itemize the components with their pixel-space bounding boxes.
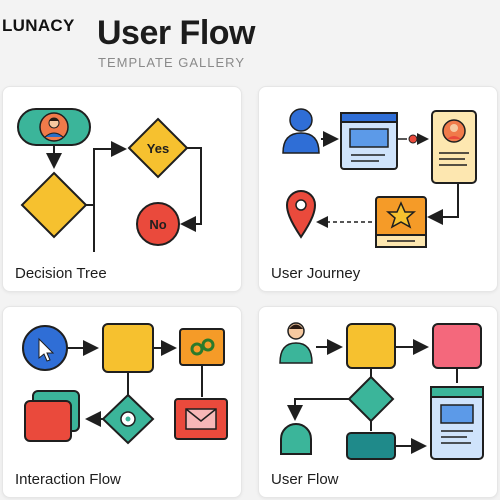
- decision-tree-illustration: Yes No: [17, 108, 202, 252]
- template-card-decision-tree[interactable]: Yes No Decision Tree: [2, 86, 242, 292]
- cursor-click-icon: [22, 325, 68, 371]
- user-flow-illustration: [279, 322, 484, 460]
- template-card-interaction-flow[interactable]: Interaction Flow: [2, 306, 242, 498]
- user-avatar-icon: [279, 322, 313, 364]
- mobile-screen-icon: [430, 386, 484, 460]
- user-person-icon: [282, 108, 320, 154]
- template-label-user-journey: User Journey: [271, 265, 361, 282]
- page-subtitle: TEMPLATE GALLERY: [98, 55, 246, 70]
- user-journey-illustration: [282, 108, 477, 248]
- no-label: No: [149, 217, 166, 232]
- page-title: User Flow: [97, 14, 255, 52]
- template-label-decision-tree: Decision Tree: [15, 265, 107, 282]
- template-card-user-flow[interactable]: User Flow: [258, 306, 498, 498]
- settings-gear-icon: [120, 411, 136, 427]
- brand-logo: LUNACY: [2, 16, 75, 35]
- link-card-icon: [179, 328, 225, 366]
- template-label-user-flow: User Flow: [271, 471, 339, 488]
- stacked-pages-icon: [24, 390, 80, 442]
- browser-window-icon: [340, 112, 398, 170]
- star-card-icon: [375, 196, 427, 248]
- interaction-flow-illustration: [22, 323, 228, 445]
- profile-card-icon: [431, 110, 477, 184]
- template-card-user-journey[interactable]: User Journey: [258, 86, 498, 292]
- mail-card-icon: [174, 398, 228, 440]
- template-label-interaction-flow: Interaction Flow: [15, 471, 121, 488]
- yes-label: Yes: [147, 141, 169, 156]
- location-pin-icon: [285, 190, 317, 239]
- user-avatar-icon: [39, 112, 69, 142]
